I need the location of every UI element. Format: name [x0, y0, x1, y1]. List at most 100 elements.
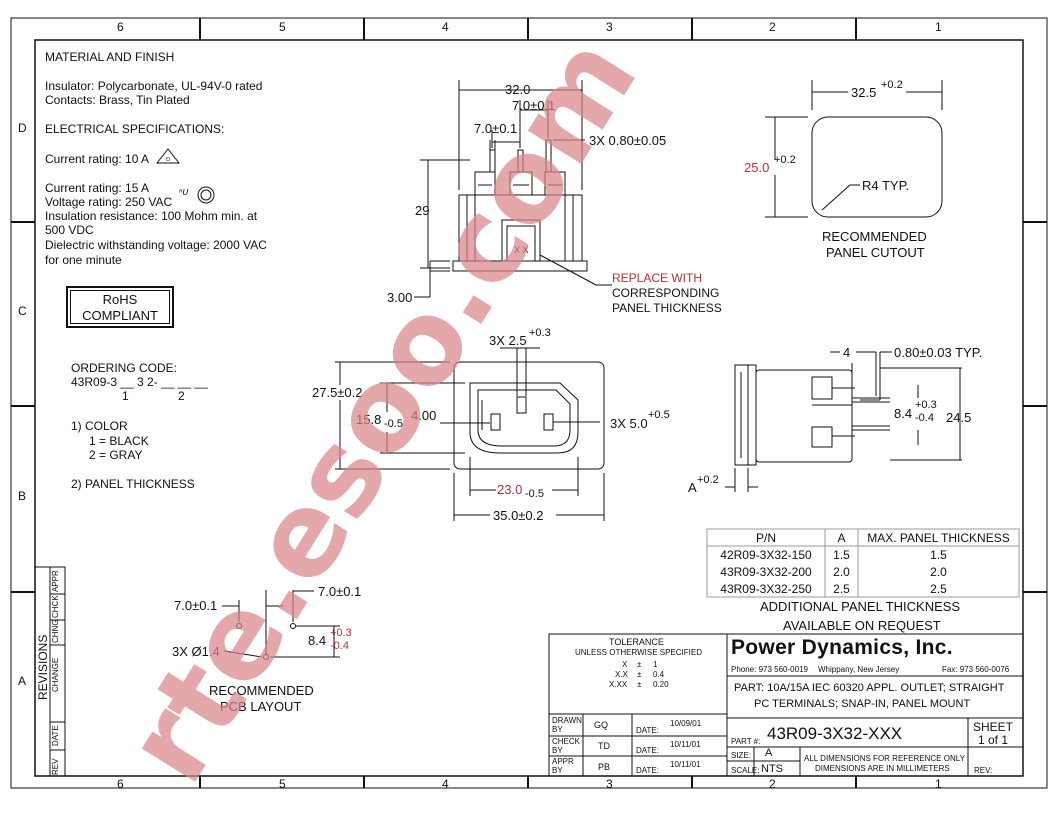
dim-pitch-right: 7.0±0.1 — [512, 98, 556, 113]
color-gray: 2 = GRAY — [89, 448, 143, 462]
dim-thickness: 3.00 — [387, 290, 413, 305]
available-request-note: AVAILABLE ON REQUEST — [783, 618, 941, 633]
table-cell: 42R09-3X32-150 — [720, 547, 812, 562]
replace-note-3: PANEL THICKNESS — [612, 301, 722, 315]
dim-height: 29 — [415, 203, 430, 218]
cutout-label-2: PANEL CUTOUT — [826, 245, 925, 260]
pcb-dim-left: 7.0±0.1 — [174, 598, 218, 613]
front-slot-width: 3X 2.5 — [489, 333, 527, 348]
side-dim-8: 8.4 — [894, 406, 913, 421]
pcb-dim-right: 7.0±0.1 — [318, 584, 362, 599]
dim-pin-size: 3X 0.80±0.05 — [589, 133, 667, 148]
tol-r3a: X.XX — [609, 680, 628, 689]
ul-csa-cert-icon: ᴿU — [179, 186, 215, 204]
tol-r1c: 1 — [653, 660, 658, 669]
voltage-rating: Voltage rating: 250 VAC — [45, 195, 173, 209]
chng-col: CHNG — [51, 619, 60, 643]
table-header: A — [837, 530, 846, 545]
appr-label-by: BY — [552, 766, 563, 775]
scale-label: SCALE: — [731, 766, 760, 775]
side-view-drawing — [725, 352, 962, 492]
table-cell: 2.5 — [833, 581, 850, 596]
part-description-2: PC TERMINALS; SNAP-IN, PANEL MOUNT — [754, 698, 971, 710]
side-dim-8-plus: +0.3 — [915, 399, 937, 411]
zone-label-left: D — [18, 121, 27, 135]
cutout-dim-width: 32.5 — [851, 85, 877, 100]
front-inner-width-tol: -0.5 — [525, 488, 544, 500]
zone-label-top: 1 — [935, 20, 942, 34]
front-offset: 4.00 — [411, 408, 437, 423]
cutout-drawing — [765, 80, 942, 217]
company-location: Whippany, New Jersey — [818, 665, 900, 674]
material-heading: MATERIAL AND FINISH — [45, 50, 175, 64]
electrical-heading: ELECTRICAL SPECIFICATIONS: — [45, 122, 225, 136]
front-width: 35.0±0.2 — [493, 508, 544, 523]
size-label: SIZE: — [731, 751, 752, 760]
chck-col: CHCK — [51, 595, 60, 618]
zone-label-bottom: 2 — [769, 777, 776, 791]
company-phone: Phone: 973 560-0019 — [731, 665, 808, 674]
appr-date: 10/11/01 — [670, 760, 701, 769]
side-dim-a-tol: +0.2 — [697, 474, 719, 486]
cutout-dim-width-tol: +0.2 — [881, 79, 903, 91]
appr-by: PB — [598, 762, 611, 772]
pcb-hole-size: 3X Ø1.4 — [172, 644, 220, 659]
current-rating-10a: Current rating: 10 A — [45, 152, 150, 166]
part-number-table: P/N A MAX. PANEL THICKNESS 42R09-3X32-15… — [707, 529, 1019, 597]
ordering-code: 43R09-3 __ 3 2- __ __ __ — [71, 375, 208, 389]
tolerance-subtitle: UNLESS OTHERWISE SPECIFIED — [575, 648, 702, 657]
tol-r2b: ± — [637, 670, 642, 679]
color-heading: 1) COLOR — [71, 419, 128, 433]
tolerance-title: TOLERANCE — [609, 637, 664, 647]
table-row: 43R09-3X32-250 2.5 2.5 — [707, 580, 1019, 597]
front-inner-height-tol: -0.5 — [384, 418, 403, 430]
current-rating-15a: Current rating: 15 A — [45, 181, 150, 195]
dielectric-voltage-cont: for one minute — [45, 253, 122, 267]
zone-label-left: B — [18, 489, 27, 503]
date-col: DATE — [51, 725, 60, 746]
zone-label-top: 2 — [769, 20, 776, 34]
front-view-drawing — [335, 348, 604, 521]
rohs-line1: RoHS — [102, 292, 138, 307]
side-pin-size: 0.80±0.03 TYP. — [894, 345, 983, 360]
change-col: CHANGE — [51, 657, 60, 692]
top-view-drawing — [414, 80, 612, 297]
company-name: Power Dynamics, Inc. — [731, 636, 953, 659]
cutout-dim-height: 25.0 — [744, 160, 770, 175]
table-cell: 43R09-3X32-250 — [720, 581, 812, 596]
contacts-spec: Contacts: Brass, Tin Plated — [45, 93, 190, 107]
table-header: P/N — [755, 530, 776, 545]
appr-col: APPR — [51, 570, 60, 592]
additional-thickness-note: ADDITIONAL PANEL THICKNESS — [760, 599, 961, 614]
vde-cert-icon: D — [156, 148, 180, 164]
part-description-1: PART: 10A/15A IEC 60320 APPL. OUTLET; ST… — [734, 682, 1005, 694]
drawn-label: DRAWN — [552, 716, 582, 725]
color-black: 1 = BLACK — [89, 434, 149, 448]
front-slot-height-tol: +0.5 — [648, 409, 670, 421]
side-dim-4: 4 — [843, 345, 851, 360]
zone-label-bottom: 6 — [117, 777, 124, 791]
insulation-resistance: Insulation resistance: 100 Mohm min. at — [45, 209, 258, 223]
insulation-resistance-cont: 500 VDC — [45, 223, 94, 237]
tol-r3b: ± — [637, 680, 642, 689]
side-dim-a: A — [688, 480, 697, 495]
check-by: TD — [598, 741, 610, 751]
zone-label-top: 3 — [606, 20, 613, 34]
drawn-by: GQ — [594, 720, 609, 730]
zone-label-bottom: 3 — [606, 777, 613, 791]
pcb-dim-vert-plus: +0.3 — [330, 627, 352, 639]
cutout-radius: R4 TYP. — [862, 178, 910, 193]
dielectric-voltage: Dielectric withstanding voltage: 2000 VA… — [45, 238, 267, 252]
zone-label-left: A — [18, 674, 27, 688]
table-row: 43R09-3X32-200 2.0 2.0 — [707, 563, 1019, 580]
rohs-badge: RoHS COMPLIANT — [66, 286, 174, 328]
pcb-dim-vert: 8.4 — [308, 633, 327, 648]
ordering-index-1: 1 — [122, 389, 129, 403]
front-height: 27.5±0.2 — [312, 385, 363, 400]
pn-table-grid — [707, 529, 1019, 597]
table-header-row: P/N A MAX. PANEL THICKNESS — [707, 529, 1019, 546]
replace-note-2: CORRESPONDING — [612, 286, 720, 300]
tol-r2c: 0.4 — [653, 670, 665, 679]
zone-label-top: 6 — [117, 20, 124, 34]
front-slot-height: 3X 5.0 — [610, 416, 648, 431]
